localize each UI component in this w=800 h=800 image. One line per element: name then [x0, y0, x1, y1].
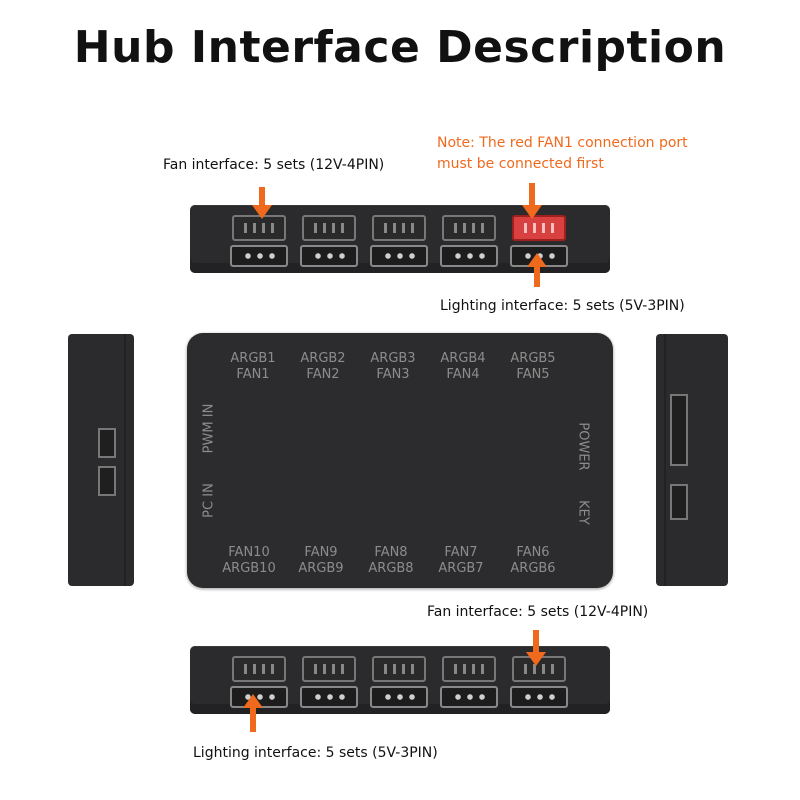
lighting-port-7: [300, 686, 358, 708]
fan-port-8: [372, 656, 426, 682]
pc-in-label: PC IN: [201, 483, 217, 518]
fan-interface-bottom-label: Fan interface: 5 sets (12V-4PIN): [427, 604, 649, 620]
lighting-port-2: [300, 245, 358, 267]
fan-port-7: [302, 656, 356, 682]
fan-port-4: [442, 215, 496, 241]
fan-port-9: [442, 656, 496, 682]
lighting-interface-bottom-label: Lighting interface: 5 sets (5V-3PIN): [193, 745, 438, 761]
power-label: POWER: [575, 422, 591, 471]
arrow-up-lighting-top-icon: [527, 253, 547, 287]
top-edge-view: [190, 205, 610, 273]
pwm-in-port: [98, 428, 116, 458]
note-line-1: Note: The red FAN1 connection port: [437, 135, 688, 151]
lighting-port-10: [510, 686, 568, 708]
pc-in-port: [98, 466, 116, 496]
note-label: Note: The red FAN1 connection port must …: [437, 133, 688, 175]
key-port: [670, 484, 688, 520]
fan-port-1: [232, 215, 286, 241]
arrow-up-lighting-bottom-icon: [243, 694, 263, 732]
fan-port-5-red: [512, 215, 566, 241]
right-side-view: [656, 334, 728, 586]
pwm-in-label: PWM IN: [201, 403, 217, 454]
key-label: KEY: [575, 500, 591, 525]
fan-port-2: [302, 215, 356, 241]
fan-port-6: [232, 656, 286, 682]
fan-port-10: [512, 656, 566, 682]
arrow-down-red-port-icon: [522, 183, 542, 219]
page-title: Hub Interface Description: [73, 22, 727, 73]
note-line-2: must be connected first: [437, 156, 604, 172]
arrow-down-fan-top-icon: [252, 187, 272, 219]
fan-port-3: [372, 215, 426, 241]
lighting-port-1: [230, 245, 288, 267]
lighting-port-3: [370, 245, 428, 267]
arrow-down-fan-bottom-icon: [526, 630, 546, 666]
lighting-port-9: [440, 686, 498, 708]
lighting-interface-top-label: Lighting interface: 5 sets (5V-3PIN): [440, 298, 685, 314]
lighting-port-8: [370, 686, 428, 708]
fan-interface-top-label: Fan interface: 5 sets (12V-4PIN): [163, 157, 385, 173]
power-port: [670, 394, 688, 466]
lighting-port-4: [440, 245, 498, 267]
left-side-view: [68, 334, 134, 586]
